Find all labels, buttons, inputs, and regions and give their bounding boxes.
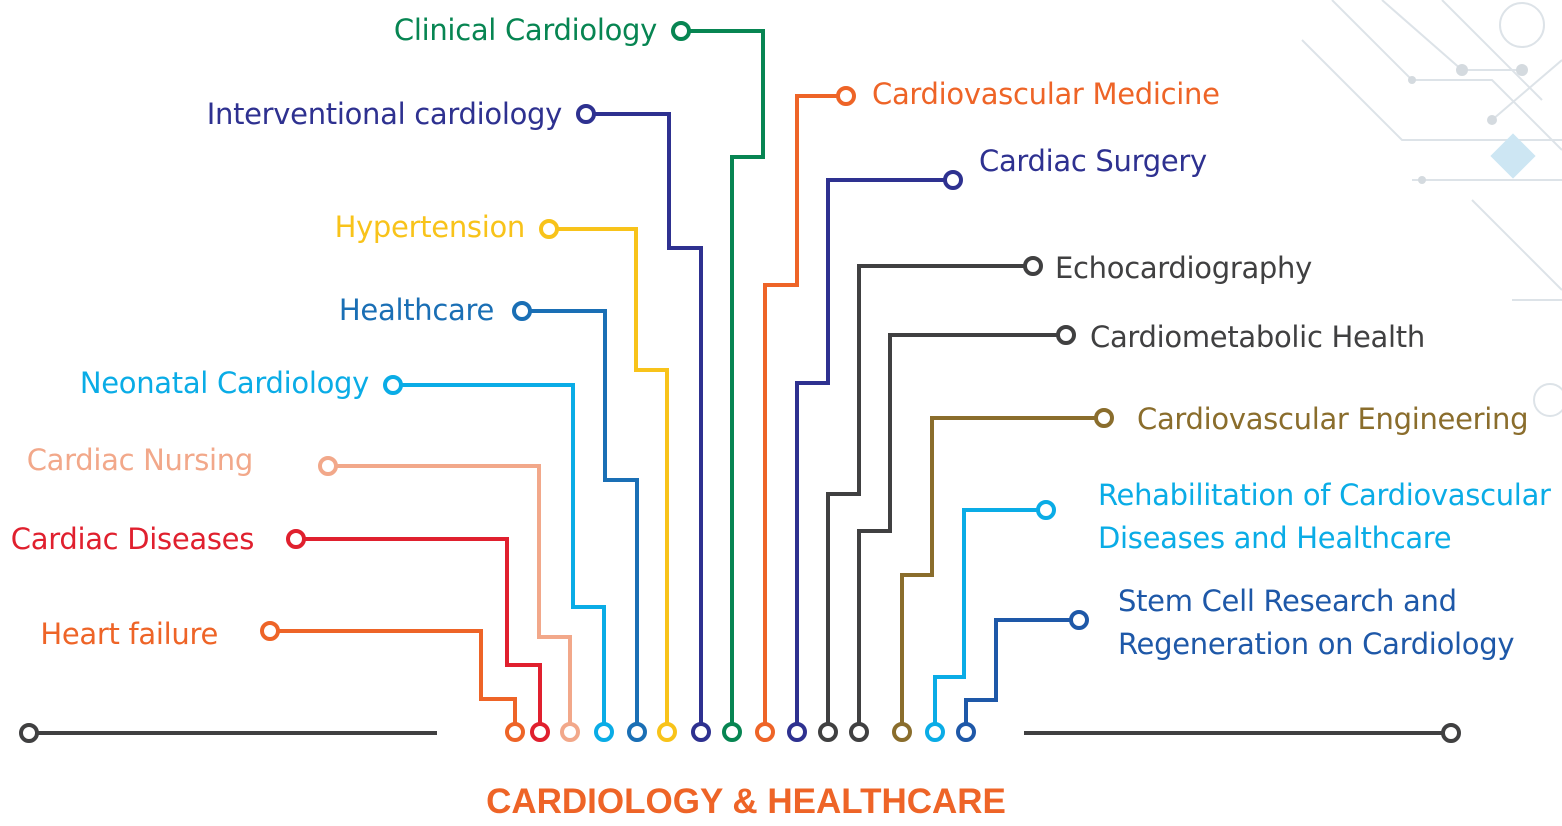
label-echocardiography: Echocardiography xyxy=(1055,251,1312,285)
node-hypertension xyxy=(539,219,559,239)
label-interventional-cardiology: Interventional cardiology xyxy=(206,97,563,131)
label-cardiac-nursing: Cardiac Nursing xyxy=(26,443,254,477)
label-neonatal-cardiology: Neonatal Cardiology xyxy=(79,366,369,400)
base-node-cardiometabolic-health xyxy=(849,722,869,742)
label-hypertension: Hypertension xyxy=(334,210,526,244)
node-cardiometabolic-health xyxy=(1056,325,1076,345)
background-network-decoration xyxy=(1301,0,1562,417)
node-stem-cell xyxy=(1069,610,1089,630)
baseline-left-end-node xyxy=(19,723,39,743)
connector-cardiovascular-medicine xyxy=(763,94,838,724)
label-stem-cell-line2: Regeneration on Cardiology xyxy=(1118,627,1515,661)
node-healthcare xyxy=(512,301,532,321)
label-cardiometabolic-health: Cardiometabolic Health xyxy=(1090,320,1425,354)
connector-clinical-cardiology xyxy=(689,29,765,724)
label-stem-cell-line1: Stem Cell Research and xyxy=(1118,584,1457,618)
base-node-hypertension xyxy=(657,722,677,742)
connector-rehabilitation xyxy=(933,508,1038,724)
node-rehabilitation xyxy=(1036,500,1056,520)
connector-stem-cell xyxy=(964,618,1071,724)
node-neonatal-cardiology xyxy=(383,375,403,395)
base-node-cardiac-surgery xyxy=(787,722,807,742)
connector-cardiometabolic-health xyxy=(857,333,1058,724)
diagram-title: CARDIOLOGY & HEALTHCARE xyxy=(486,782,1006,821)
base-node-cardiac-nursing xyxy=(560,722,580,742)
node-interventional-cardiology xyxy=(576,104,596,124)
label-rehabilitation-line2: Diseases and Healthcare xyxy=(1098,521,1452,555)
connector-neonatal-cardiology xyxy=(401,383,606,724)
base-node-cardiovascular-medicine xyxy=(755,722,775,742)
label-clinical-cardiology: Clinical Cardiology xyxy=(393,13,657,47)
label-cardiac-diseases: Cardiac Diseases xyxy=(10,522,255,556)
base-node-heart-failure xyxy=(505,722,525,742)
label-cardiac-surgery: Cardiac Surgery xyxy=(979,144,1207,178)
base-node-interventional-cardiology xyxy=(691,722,711,742)
label-healthcare: Healthcare xyxy=(338,293,494,327)
label-rehabilitation: Rehabilitation of Cardiovascular Disease… xyxy=(1098,474,1551,560)
base-node-healthcare xyxy=(627,722,647,742)
connector-cardiac-surgery xyxy=(795,178,945,724)
node-cardiac-nursing xyxy=(318,456,338,476)
baseline-right-end-node xyxy=(1441,723,1461,743)
node-cardiac-diseases xyxy=(286,529,306,549)
node-echocardiography xyxy=(1023,256,1043,276)
label-cardiovascular-medicine: Cardiovascular Medicine xyxy=(872,77,1220,111)
base-node-neonatal-cardiology xyxy=(594,722,614,742)
connector-cardiac-nursing xyxy=(336,464,572,724)
connector-hypertension xyxy=(557,227,669,724)
node-cardiovascular-medicine xyxy=(836,86,856,106)
node-clinical-cardiology xyxy=(671,21,691,41)
base-node-cardiovascular-engineering xyxy=(892,722,912,742)
connector-echocardiography xyxy=(826,264,1025,724)
node-cardiovascular-engineering xyxy=(1094,408,1114,428)
node-heart-failure xyxy=(260,621,280,641)
label-heart-failure: Heart failure xyxy=(40,617,218,651)
base-node-clinical-cardiology xyxy=(722,722,742,742)
connector-cardiac-diseases xyxy=(304,537,542,724)
node-cardiac-surgery xyxy=(943,170,963,190)
label-rehabilitation-line1: Rehabilitation of Cardiovascular xyxy=(1098,478,1551,512)
base-node-stem-cell xyxy=(956,722,976,742)
base-node-echocardiography xyxy=(818,722,838,742)
connector-healthcare xyxy=(530,309,639,724)
base-node-cardiac-diseases xyxy=(530,722,550,742)
connector-cardiovascular-engineering xyxy=(900,416,1096,724)
connector-heart-failure xyxy=(278,629,517,724)
label-cardiovascular-engineering: Cardiovascular Engineering xyxy=(1137,402,1529,436)
base-node-rehabilitation xyxy=(925,722,945,742)
connector-interventional-cardiology xyxy=(594,112,703,724)
label-stem-cell: Stem Cell Research and Regeneration on C… xyxy=(1118,580,1514,666)
